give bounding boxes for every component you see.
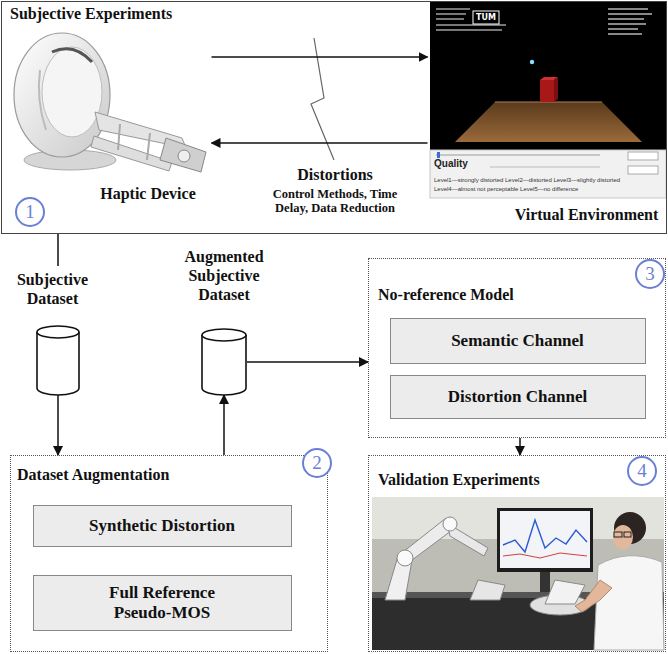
node-text: Haptic Device bbox=[85, 185, 212, 203]
ui-label: Quality bbox=[434, 158, 468, 170]
node-text: Dataset Augmentation bbox=[17, 466, 327, 484]
virtual-environment-screenshot bbox=[430, 2, 666, 198]
node-text: Distortion Channel bbox=[448, 387, 587, 407]
process-box: Full Reference Pseudo-MOS bbox=[33, 575, 292, 631]
node-text: Augmented Subjective Dataset bbox=[169, 247, 279, 304]
connector-arrow bbox=[57, 395, 59, 455]
ui-text: Level4—almost not perceptable Level5—no … bbox=[434, 185, 578, 193]
node-text: Subjective Experiments bbox=[10, 5, 666, 23]
node-text: Validation Experiments bbox=[378, 471, 665, 489]
callout-number: 1 bbox=[15, 197, 45, 227]
device-area: Haptic Device bbox=[15, 20, 212, 205]
connector-arrow bbox=[223, 395, 225, 455]
connector-arrow bbox=[212, 56, 428, 58]
dotted-group-box: No-reference ModelSemantic ChannelDistor… bbox=[368, 258, 666, 438]
node-text: Semantic Channel bbox=[451, 331, 584, 351]
node-text: Subjective Dataset bbox=[5, 266, 100, 308]
dotted-group-box: Validation Experiments bbox=[368, 455, 666, 652]
dataset-cylinder: Augmented Subjective Dataset bbox=[201, 328, 247, 395]
connector-arrow bbox=[519, 438, 521, 455]
dotted-group-box: Dataset AugmentationSynthetic Distortion… bbox=[10, 455, 328, 652]
process-box: Synthetic Distortion bbox=[33, 505, 292, 547]
process-box: Distortion Channel bbox=[390, 375, 646, 419]
ui-text: Level1—strongly distorted Level2—distort… bbox=[434, 176, 620, 184]
cylinder-shape bbox=[201, 328, 247, 395]
validation-photo bbox=[372, 497, 664, 650]
cylinder-shape bbox=[36, 325, 80, 395]
haptic-device-illustration bbox=[14, 33, 206, 172]
node-text: Full Reference Pseudo-MOS bbox=[82, 583, 242, 623]
logo-text: TUM bbox=[476, 12, 496, 23]
annotation-title: Distortions bbox=[250, 166, 420, 184]
connector-arrow bbox=[57, 234, 59, 266]
connector-arrow bbox=[247, 361, 368, 363]
node-text: Synthetic Distortion bbox=[89, 516, 235, 536]
cylinder-holder bbox=[201, 328, 247, 395]
annotation-text: Control Methods, Time Delay, Data Reduct… bbox=[258, 187, 412, 215]
cylinder-holder bbox=[36, 325, 80, 395]
dataset-cylinder: Subjective Dataset bbox=[5, 266, 100, 395]
callout-number: 2 bbox=[302, 448, 332, 478]
callout-number: 4 bbox=[627, 456, 657, 486]
node-text: No-reference Model bbox=[378, 286, 665, 304]
callout-number: 3 bbox=[635, 259, 665, 289]
node-text: Virtual Environment bbox=[508, 206, 666, 224]
process-box: Semantic Channel bbox=[390, 318, 646, 364]
connector-arrow bbox=[212, 142, 428, 144]
